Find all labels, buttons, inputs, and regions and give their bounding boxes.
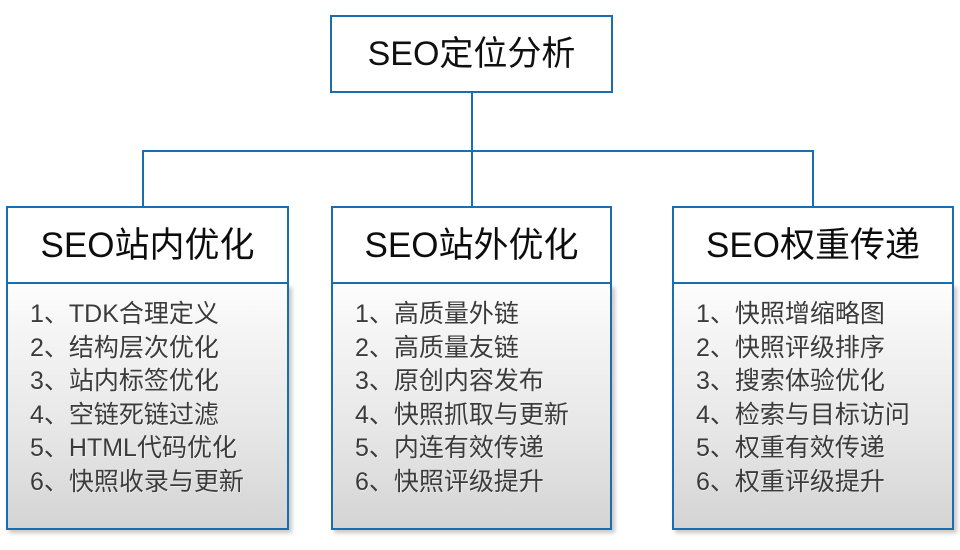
list-item: 3、站内标签优化 <box>30 365 287 399</box>
list-item: 2、高质量友链 <box>355 332 610 366</box>
list-item: 4、快照抓取与更新 <box>355 399 610 433</box>
list-item-text: HTML代码优化 <box>68 434 237 462</box>
list-item-number: 5、 <box>696 434 735 462</box>
list-item-text: 快照增缩略图 <box>734 300 885 328</box>
list-item: 6、权重评级提升 <box>696 466 952 500</box>
list-item-number: 5、 <box>355 434 394 462</box>
list-item: 4、检索与目标访问 <box>696 399 952 433</box>
list-item: 1、高质量外链 <box>355 298 610 332</box>
list-item: 3、搜索体验优化 <box>696 365 952 399</box>
branch-column-off-site: SEO站外优化 1、高质量外链 2、高质量友链 3、原创内容发布 4、快照抓取与… <box>331 206 612 530</box>
list-item-number: 3、 <box>355 367 394 395</box>
list-item-text: 快照评级排序 <box>734 333 885 362</box>
list-item-text: 站内标签优化 <box>68 367 219 395</box>
list-item-text: 快照收录与更新 <box>68 467 244 496</box>
list-item-number: 2、 <box>696 333 735 362</box>
list-item: 5、权重有效传递 <box>696 432 952 466</box>
list-item: 1、快照增缩略图 <box>696 298 952 332</box>
connector-horizontal-bus <box>142 150 814 152</box>
list-item: 6、快照评级提升 <box>355 466 610 500</box>
list-item-text: 内连有效传递 <box>393 434 544 462</box>
branch-column-on-site: SEO站内优化 1、TDK合理定义 2、结构层次优化 3、站内标签优化 4、空链… <box>6 206 289 530</box>
list-item: 1、TDK合理定义 <box>30 298 287 332</box>
connector-drop-right <box>812 150 814 207</box>
list-item-number: 6、 <box>355 467 394 496</box>
branch-header-on-site[interactable]: SEO站内优化 <box>6 206 289 284</box>
list-item-number: 1、 <box>696 300 735 328</box>
list-item-text: 高质量外链 <box>393 300 519 328</box>
branch-header-title: SEO权重传递 <box>706 225 920 265</box>
root-node-title: SEO定位分析 <box>367 35 576 73</box>
list-item: 4、空链死链过滤 <box>30 399 287 433</box>
list-item-number: 2、 <box>30 333 69 362</box>
item-list-weight-transfer: 1、快照增缩略图 2、快照评级排序 3、搜索体验优化 4、检索与目标访问 5、权… <box>674 298 952 499</box>
connector-root-stem <box>471 93 473 152</box>
list-item-number: 4、 <box>355 400 394 429</box>
list-item: 6、快照收录与更新 <box>30 466 287 500</box>
list-item-number: 1、 <box>30 300 69 328</box>
list-item: 2、结构层次优化 <box>30 332 287 366</box>
branch-body-on-site: 1、TDK合理定义 2、结构层次优化 3、站内标签优化 4、空链死链过滤 5、H… <box>6 284 289 530</box>
list-item-number: 4、 <box>30 400 69 429</box>
list-item-text: 权重评级提升 <box>734 467 885 496</box>
list-item-number: 6、 <box>696 467 735 496</box>
item-list-on-site: 1、TDK合理定义 2、结构层次优化 3、站内标签优化 4、空链死链过滤 5、H… <box>8 298 287 499</box>
connector-drop-center <box>471 150 473 207</box>
connector-drop-left <box>142 150 144 207</box>
list-item-number: 4、 <box>696 400 735 429</box>
list-item-number: 2、 <box>355 333 394 362</box>
branch-body-off-site: 1、高质量外链 2、高质量友链 3、原创内容发布 4、快照抓取与更新 5、内连有… <box>331 284 612 530</box>
branch-column-weight-transfer: SEO权重传递 1、快照增缩略图 2、快照评级排序 3、搜索体验优化 4、检索与… <box>672 206 954 530</box>
list-item: 2、快照评级排序 <box>696 332 952 366</box>
branch-header-weight-transfer[interactable]: SEO权重传递 <box>672 206 954 284</box>
list-item-text: TDK合理定义 <box>68 300 219 328</box>
list-item: 5、HTML代码优化 <box>30 432 287 466</box>
list-item-text: 快照评级提升 <box>393 467 544 496</box>
list-item-text: 权重有效传递 <box>734 434 885 462</box>
list-item-number: 1、 <box>355 300 394 328</box>
list-item-text: 结构层次优化 <box>68 333 219 362</box>
list-item-text: 高质量友链 <box>393 333 519 362</box>
list-item: 3、原创内容发布 <box>355 365 610 399</box>
list-item-text: 搜索体验优化 <box>734 367 885 395</box>
item-list-off-site: 1、高质量外链 2、高质量友链 3、原创内容发布 4、快照抓取与更新 5、内连有… <box>333 298 610 499</box>
list-item-number: 3、 <box>696 367 735 395</box>
list-item-text: 空链死链过滤 <box>68 400 219 429</box>
list-item-number: 6、 <box>30 467 69 496</box>
list-item-number: 5、 <box>30 434 69 462</box>
branch-header-title: SEO站内优化 <box>40 225 255 265</box>
branch-header-off-site[interactable]: SEO站外优化 <box>331 206 612 284</box>
root-node-seo-positioning-analysis[interactable]: SEO定位分析 <box>330 15 613 93</box>
branch-body-weight-transfer: 1、快照增缩略图 2、快照评级排序 3、搜索体验优化 4、检索与目标访问 5、权… <box>672 284 954 530</box>
list-item-text: 快照抓取与更新 <box>393 400 569 429</box>
list-item-number: 3、 <box>30 367 69 395</box>
branch-header-title: SEO站外优化 <box>364 225 579 265</box>
list-item-text: 原创内容发布 <box>393 367 544 395</box>
list-item-text: 检索与目标访问 <box>734 400 910 429</box>
list-item: 5、内连有效传递 <box>355 432 610 466</box>
